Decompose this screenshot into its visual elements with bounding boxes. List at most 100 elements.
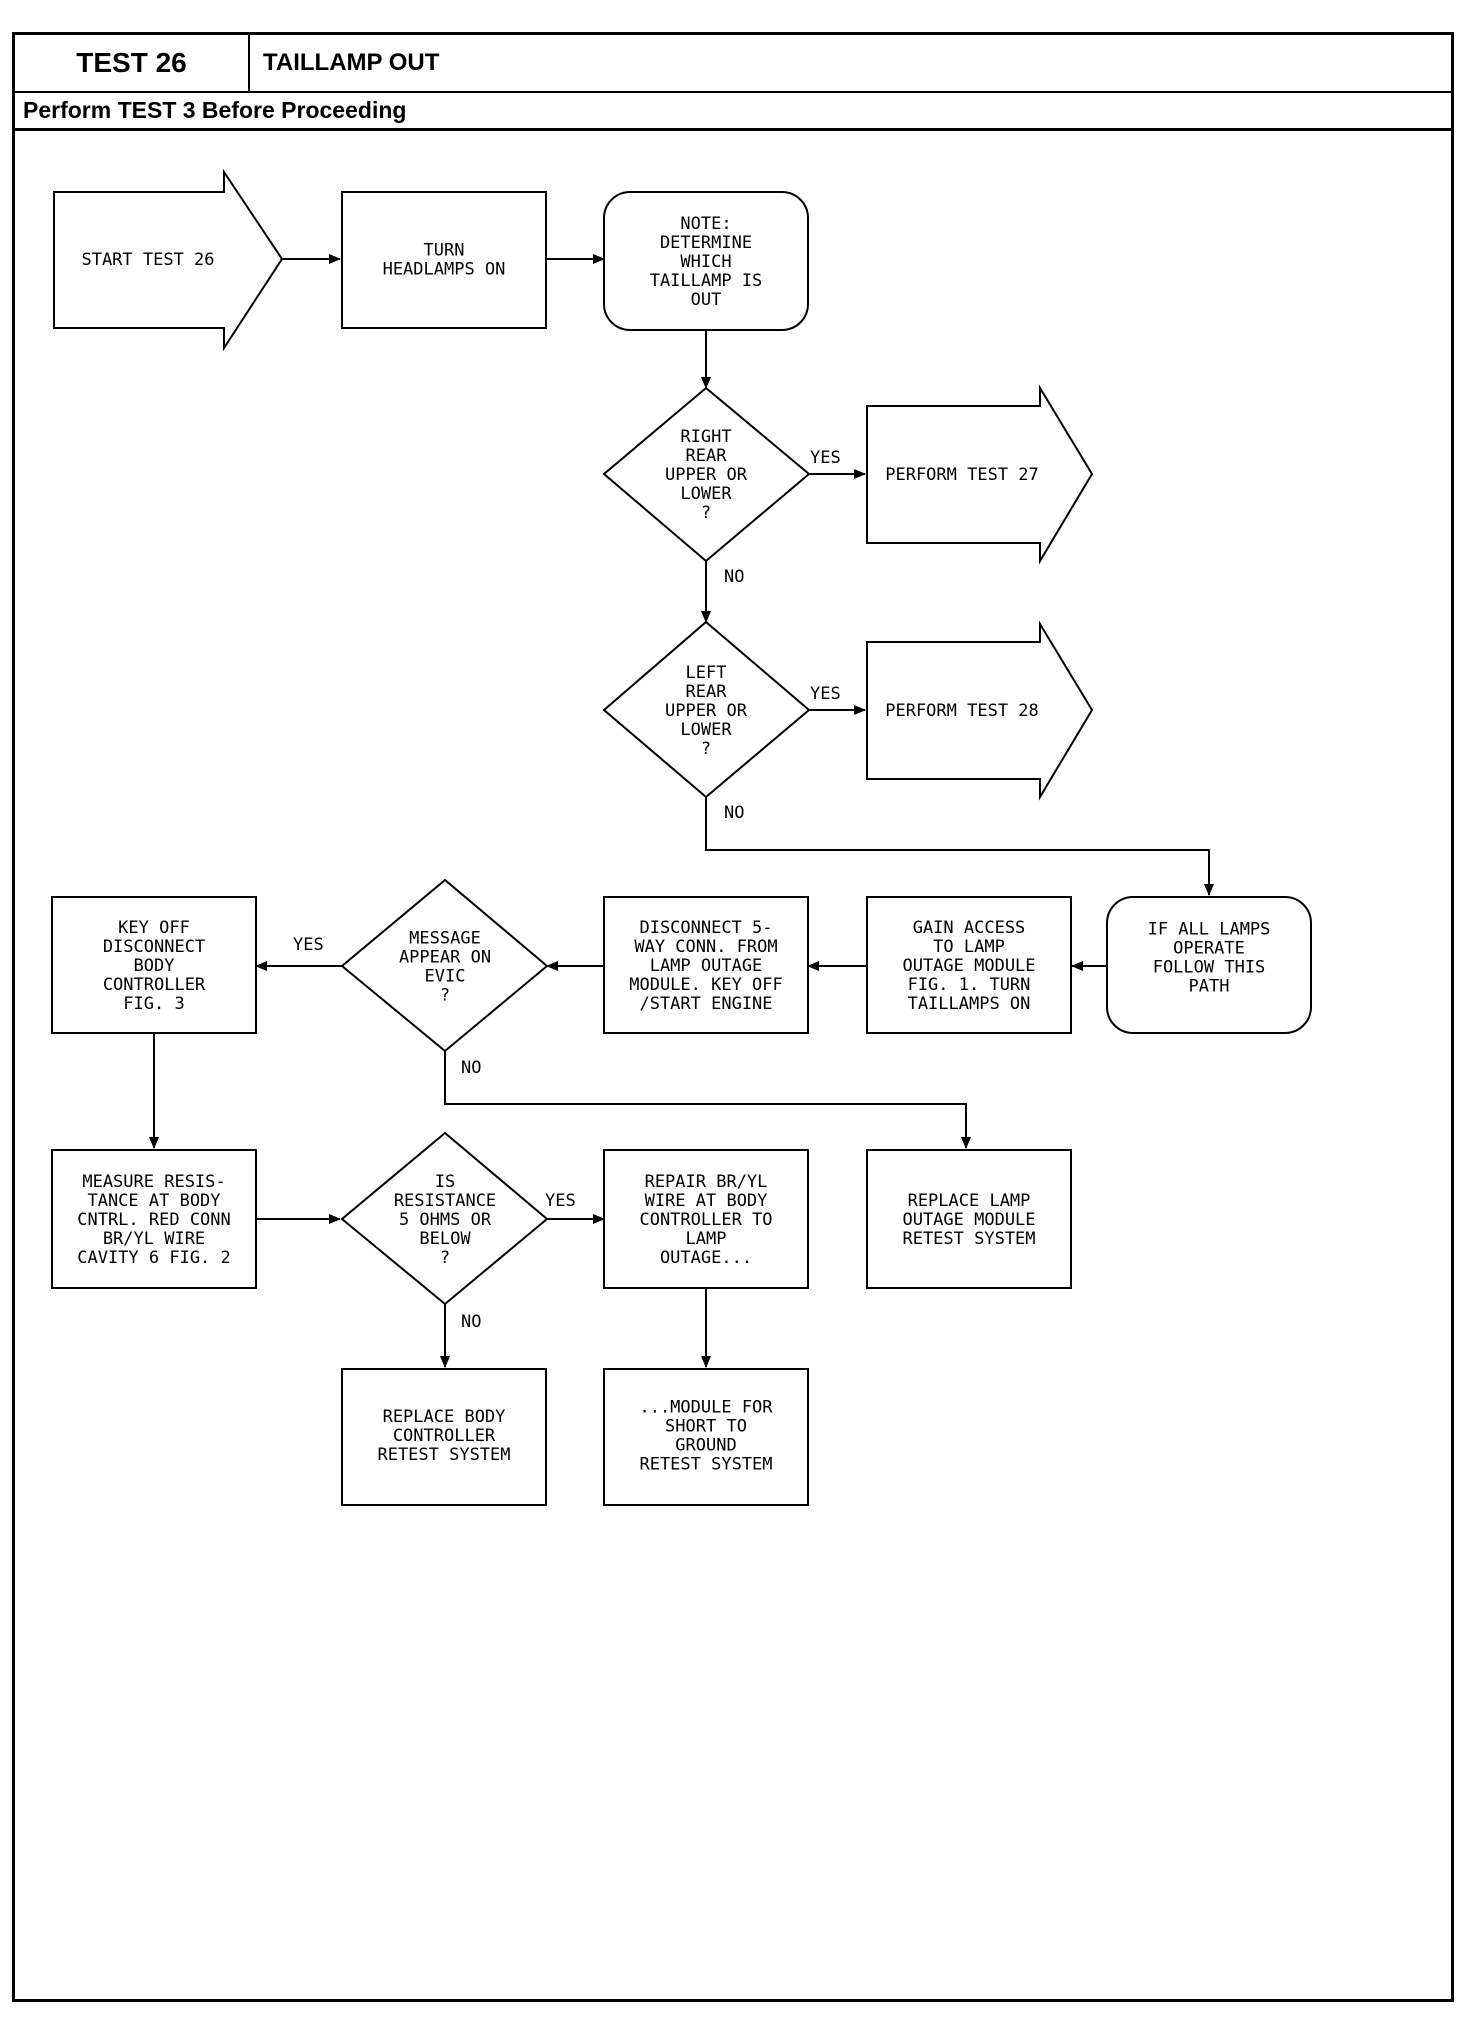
repair-line-2: CONTROLLER TO bbox=[639, 1210, 772, 1230]
repair-line-3: LAMP bbox=[686, 1229, 727, 1249]
label-right-yes: YES bbox=[810, 448, 841, 468]
left-line-2: UPPER OR bbox=[665, 701, 748, 721]
right-line-4: ? bbox=[701, 503, 711, 523]
prerequisite-note: Perform TEST 3 Before Proceeding bbox=[23, 96, 407, 123]
keyoff-line-1: DISCONNECT bbox=[103, 937, 205, 957]
disc-line-0: DISCONNECT 5- bbox=[639, 918, 772, 938]
test-title: TAILLAMP OUT bbox=[263, 49, 440, 76]
replLamp-line-2: RETEST SYSTEM bbox=[902, 1229, 1035, 1249]
msg-line-2: EVIC bbox=[425, 967, 466, 987]
replBody-line-1: CONTROLLER bbox=[393, 1426, 496, 1446]
right-line-2: UPPER OR bbox=[665, 465, 748, 485]
module-line-1: SHORT TO bbox=[665, 1417, 747, 1437]
isres-line-2: 5 OHMS OR bbox=[399, 1210, 492, 1230]
keyoff-line-2: BODY bbox=[134, 956, 175, 976]
isres-line-0: IS bbox=[435, 1172, 455, 1192]
gain-line-1: TO LAMP bbox=[933, 937, 1005, 957]
label-left-no: NO bbox=[724, 803, 744, 823]
header-row: TEST 26 TAILLAMP OUT bbox=[15, 35, 1451, 93]
disc-line-4: /START ENGINE bbox=[639, 994, 772, 1014]
gain-line-0: GAIN ACCESS bbox=[913, 918, 1026, 938]
measure-line-4: CAVITY 6 FIG. 2 bbox=[77, 1248, 231, 1268]
module-line-2: GROUND bbox=[675, 1436, 736, 1456]
node-start: START TEST 26 bbox=[53, 168, 284, 352]
replLamp-line-0: REPLACE LAMP bbox=[908, 1191, 1031, 1211]
node-start-text: START TEST 26 bbox=[81, 250, 214, 270]
replBody-line-2: RETEST SYSTEM bbox=[377, 1445, 510, 1465]
label-msg-no: NO bbox=[461, 1058, 481, 1078]
repair-line-0: REPAIR BR/YL bbox=[645, 1172, 768, 1192]
allOp-line-3: PATH bbox=[1189, 977, 1230, 997]
right-line-0: RIGHT bbox=[680, 427, 731, 447]
replBody-line-0: REPLACE BODY bbox=[383, 1407, 506, 1427]
edge-msg-no bbox=[444, 1051, 971, 1149]
node-perform-test-28: PERFORM TEST 28 bbox=[866, 620, 1094, 801]
subheader-row: Perform TEST 3 Before Proceeding bbox=[15, 91, 1451, 131]
keyoff-line-3: CONTROLLER bbox=[103, 975, 206, 995]
perf28-line-0: PERFORM TEST 28 bbox=[885, 701, 1039, 721]
isres-line-4: ? bbox=[440, 1248, 450, 1268]
turn-line-0: TURN bbox=[424, 241, 465, 261]
left-line-3: LOWER bbox=[680, 720, 732, 740]
label-right-no: NO bbox=[724, 567, 744, 587]
left-line-4: ? bbox=[701, 739, 711, 759]
module-line-0: ...MODULE FOR bbox=[639, 1398, 773, 1418]
replLamp-line-1: OUTAGE MODULE bbox=[902, 1210, 1035, 1230]
right-line-1: REAR bbox=[686, 446, 728, 466]
msg-line-1: APPEAR ON bbox=[399, 948, 491, 968]
gain-line-4: TAILLAMPS ON bbox=[908, 994, 1031, 1014]
left-line-1: REAR bbox=[686, 682, 728, 702]
msg-line-0: MESSAGE bbox=[409, 929, 481, 949]
measure-line-1: TANCE AT BODY bbox=[87, 1191, 220, 1211]
label-res-yes: YES bbox=[545, 1191, 576, 1211]
note-line-0: NOTE: bbox=[680, 214, 731, 234]
turn-line-1: HEADLAMPS ON bbox=[383, 260, 506, 280]
keyoff-line-4: FIG. 3 bbox=[123, 994, 184, 1014]
node-perform-test-28-text: PERFORM TEST 28 bbox=[885, 701, 1039, 721]
measure-line-0: MEASURE RESIS- bbox=[82, 1172, 225, 1192]
test-number: TEST 26 bbox=[15, 35, 250, 91]
gain-line-3: FIG. 1. TURN bbox=[908, 975, 1031, 995]
measure-line-3: BR/YL WIRE bbox=[103, 1229, 205, 1249]
note-line-3: TAILLAMP IS bbox=[650, 271, 763, 291]
keyoff-line-0: KEY OFF bbox=[118, 918, 190, 938]
module-line-3: RETEST SYSTEM bbox=[639, 1455, 772, 1475]
right-line-3: LOWER bbox=[680, 484, 732, 504]
note-line-4: OUT bbox=[691, 290, 722, 310]
disc-line-1: WAY CONN. FROM bbox=[634, 937, 777, 957]
isres-line-3: BELOW bbox=[419, 1229, 471, 1249]
allOp-line-0: IF ALL LAMPS bbox=[1148, 920, 1271, 940]
left-line-0: LEFT bbox=[686, 663, 727, 683]
note-line-1: DETERMINE bbox=[660, 233, 752, 253]
label-res-no: NO bbox=[461, 1312, 481, 1332]
measure-line-2: CNTRL. RED CONN bbox=[77, 1210, 231, 1230]
allOp-line-1: OPERATE bbox=[1173, 939, 1245, 959]
